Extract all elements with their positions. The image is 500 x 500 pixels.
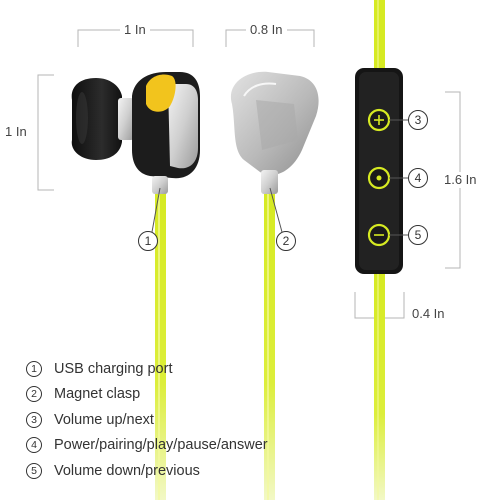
legend-label: Magnet clasp (54, 386, 141, 403)
left-earbud (71, 72, 200, 194)
legend-label: Power/pairing/play/pause/answer (54, 437, 268, 454)
remote-width-label: 0.4 In (408, 306, 449, 322)
callout-2: 2 (276, 231, 296, 251)
callout-5: 5 (408, 225, 428, 245)
legend-number: 4 (26, 437, 42, 454)
earbud-height-label: 1 In (1, 124, 31, 140)
legend: 1 USB charging port 2 Magnet clasp 3 Vol… (26, 356, 346, 484)
callout-lines (151, 119, 408, 236)
callout-3: 3 (408, 110, 428, 130)
callout-1: 1 (138, 231, 158, 251)
legend-item: 5 Volume down/previous (26, 458, 346, 484)
right-cable (264, 192, 275, 500)
bottom-right-cable (374, 272, 385, 500)
remote-height-label: 1.6 In (440, 172, 481, 188)
dimension-earbud-height (37, 74, 54, 191)
top-right-cable (374, 0, 385, 68)
legend-item: 1 USB charging port (26, 356, 346, 382)
legend-item: 2 Magnet clasp (26, 382, 346, 408)
yellow-accent (146, 74, 176, 112)
left-cable (155, 192, 166, 500)
legend-number: 5 (26, 462, 42, 479)
legend-label: Volume up/next (54, 411, 154, 428)
legend-number: 1 (26, 360, 42, 377)
cap-width-label: 0.8 In (246, 22, 287, 38)
legend-number: 3 (26, 411, 42, 428)
callout-4: 4 (408, 168, 428, 188)
legend-item: 4 Power/pairing/play/pause/answer (26, 433, 346, 459)
legend-label: USB charging port (54, 360, 173, 377)
inline-remote (355, 68, 403, 274)
legend-number: 2 (26, 386, 42, 403)
legend-item: 3 Volume up/next (26, 407, 346, 433)
legend-label: Volume down/previous (54, 462, 200, 479)
earbud-width-label: 1 In (120, 22, 150, 38)
right-earbud-cap (230, 71, 319, 194)
